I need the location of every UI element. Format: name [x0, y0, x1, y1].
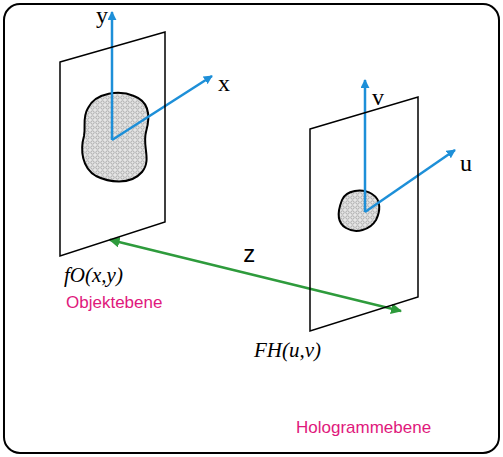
- function-label: FH(u,v): [254, 339, 321, 362]
- y-axis: [111, 12, 114, 140]
- axis-label: v: [372, 84, 384, 110]
- plane-name: Hologrammebene: [296, 419, 431, 438]
- x-axis: [112, 76, 212, 140]
- frame: [4, 4, 499, 453]
- u-axis: [365, 150, 455, 212]
- plane-outline: [308, 95, 420, 335]
- axis-label: y: [96, 2, 108, 28]
- image-plane: fO(x,y)Objektebene: [58, 30, 168, 258]
- v-axis: [364, 80, 367, 212]
- plane-outline: [58, 30, 168, 258]
- axis-label: u: [460, 150, 472, 176]
- distance-label: z: [241, 241, 257, 267]
- image-plane: FH(u,v)Hologrammebene: [308, 95, 420, 335]
- plane-name: Objektebene: [66, 294, 162, 313]
- function-label: fO(x,y): [64, 264, 123, 287]
- hologram-blob: [339, 191, 380, 231]
- axis-label: x: [218, 70, 230, 96]
